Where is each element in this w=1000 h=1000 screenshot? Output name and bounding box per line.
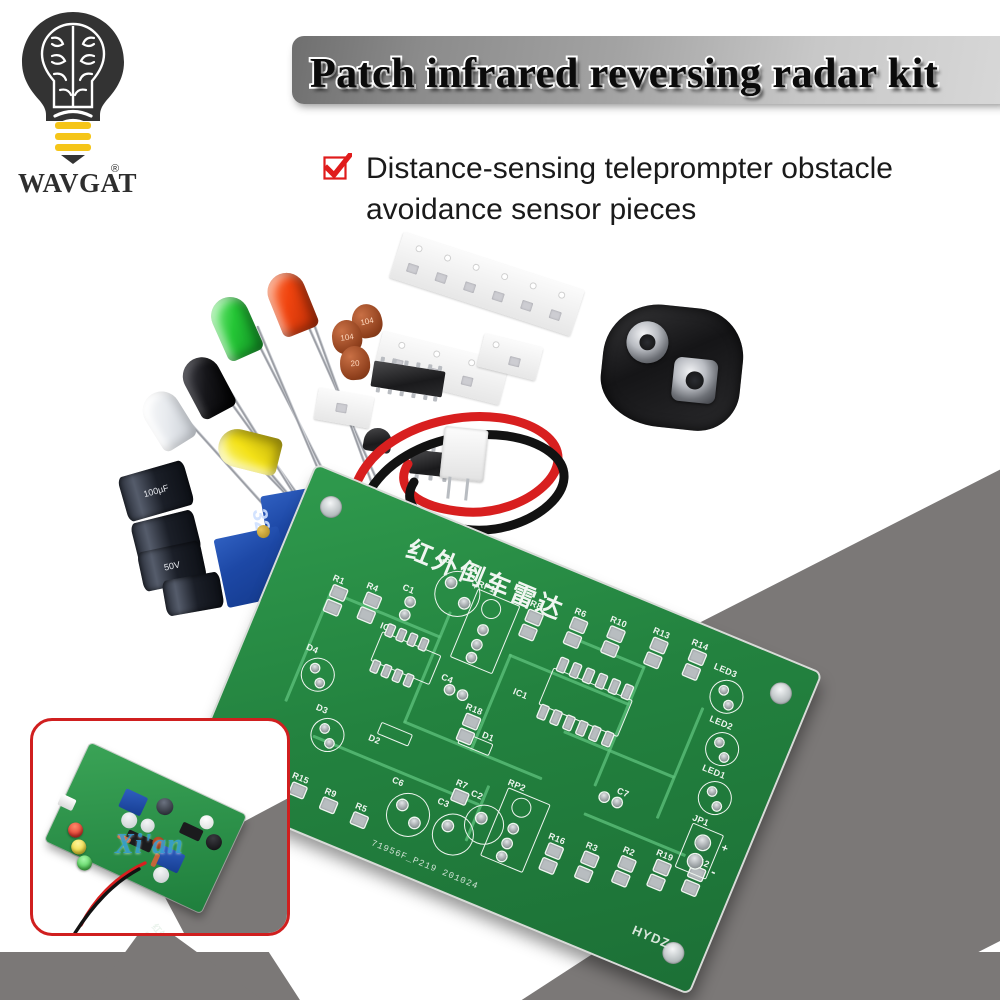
product-title: Patch infrared reversing radar kit [310,51,939,97]
inset-power-wires [73,861,147,933]
smd-tape-strip [389,231,585,337]
ceramic-cap-20: 20 [338,344,372,382]
inset-ir-led [203,831,225,853]
pcb-footprint-jp1 [674,822,725,880]
led-red [261,267,321,339]
pcb-footprint-d3 [305,712,350,758]
inset-ecap [153,795,177,818]
wavgat-wordmark: WAVGAT [18,168,138,198]
jp1-plus-label: + [719,841,730,856]
inset-jst-header [57,793,77,812]
registered-mark: ® [111,163,120,175]
pcb-footprint-led3 [704,674,749,719]
led-ir-black [176,350,238,422]
product-title-outline: Patch infrared reversing radar kit [308,49,940,99]
battery-snap-hex [670,356,719,405]
assembled-board-inset: 红外倒车雷达 Xi'an [30,718,290,936]
pcb-mount-hole [316,492,346,522]
bare-pcb-photo: 红外倒车雷达 HYDZ 71956F_P219 201024 IC1 [184,465,900,993]
subtitle-text: Distance-sensing teleprompter obstacle a… [366,152,893,226]
title-banner [292,36,1000,104]
inset-watermark: Xi'an [115,829,184,860]
pcb-silkscreen-brand: HYDZ [630,922,673,952]
pcb-footprint-c6 [379,786,437,844]
pcb-footprint-d2 [376,721,414,747]
inset-trimpot [118,788,149,817]
pcb-mount-hole [766,678,796,708]
battery-snap-round [624,319,671,366]
red-checkbox-icon [323,153,352,180]
led-yellow [214,425,284,477]
inset-led-red [65,820,86,841]
led-white-clear [135,384,199,454]
led-green [205,290,265,364]
wavgat-logo: WAVGAT ® [8,8,138,203]
brain-lightbulb-icon [22,12,124,164]
